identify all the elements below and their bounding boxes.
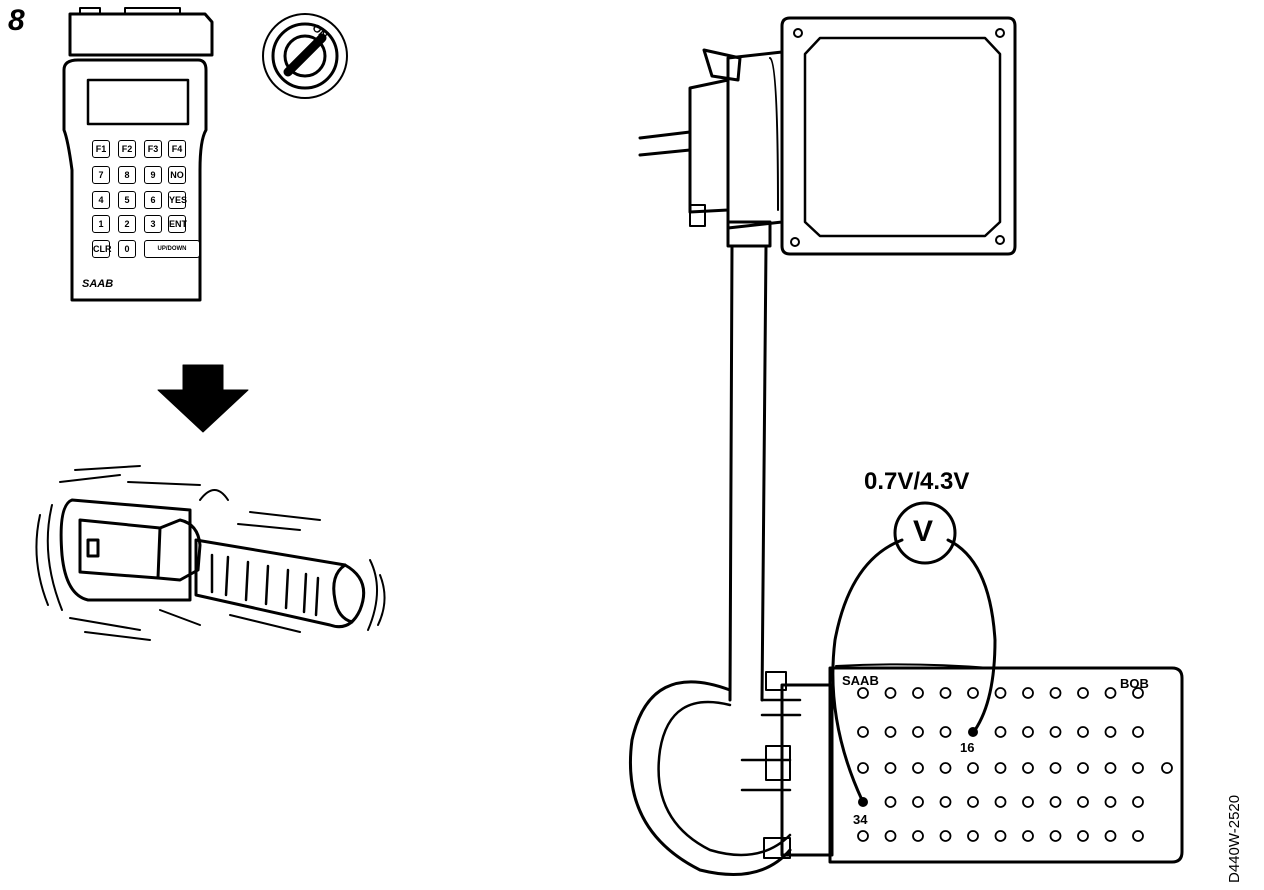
keypad-key: 2 [118,215,136,233]
keypad-key: UP/DOWN [144,240,200,258]
keypad-key: NO [168,166,186,184]
probe-lead-34 [831,538,904,802]
bob-pin-hole [912,830,924,842]
vibrating-connector-drawing [35,465,386,641]
step-number: 8 [8,4,25,37]
bob-pin-hole [857,726,869,738]
bob-pin-hole [994,687,1007,699]
keypad-key: 0 [118,240,136,258]
bob-pin-hole [857,830,869,842]
bob-pin-hole [912,762,924,774]
breakout-box-right-label: BOB [1120,676,1149,691]
bob-pin-hole [884,687,897,699]
probe-dot-34 [858,797,868,807]
bob-pin-hole [857,762,869,774]
ignition-switch-drawing [262,13,348,99]
bob-pin-hole [939,687,952,699]
bob-pin-hole [994,830,1007,842]
bob-pin-hole [939,830,952,842]
bob-pin-hole [1104,687,1117,699]
bob-pin-hole [912,687,924,699]
bob-pin-hole [1049,687,1062,699]
bob-pin-hole [1049,796,1062,808]
bob-pin-hole [1077,762,1089,774]
bob-pin-hole [967,687,979,699]
bob-pin-hole [1077,687,1089,699]
probe-lead-16 [946,538,997,732]
keypad-key: CLR [92,240,112,258]
bob-pin-hole [994,762,1007,774]
voltage-reading: 0.7V/4.3V [864,468,970,495]
keypad-key: F1 [92,140,110,158]
bob-pin-hole [1022,830,1034,842]
keypad-key: 5 [118,191,136,209]
bob-pin-hole [994,796,1007,808]
keypad-key: F4 [168,140,186,158]
bob-pin-hole [1049,762,1062,774]
keypad-key: ENT [168,215,187,233]
bob-pin-holes [857,687,1173,842]
diagnostic-tool-brand: SAAB [82,278,114,290]
bob-pin-hole [1132,726,1144,738]
bob-pin-hole [884,762,897,774]
bob-pin-hole [1022,796,1034,808]
bob-pin-hole [1077,830,1089,842]
bob-pin-hole [1049,830,1062,842]
ecu-module-drawing [638,16,1017,256]
cable-loop-drawing [628,680,802,876]
bob-pin-hole [939,796,952,808]
keypad-key: 6 [144,191,162,209]
breakout-box-left-label: SAAB [842,673,879,688]
figure-reference-code: D440W-2520 [1226,794,1243,883]
breakout-box-drawing [763,663,1184,864]
bob-pin-hole [939,726,952,738]
voltmeter-symbol: V [913,515,934,548]
bob-pin-hole [967,762,979,774]
bob-pin-hole [1022,726,1034,738]
keypad-key: YES [168,191,187,209]
bob-pin-hole [1022,762,1034,774]
keypad-key: 3 [144,215,162,233]
keypad-key: F3 [144,140,162,158]
voltmeter-circle [893,501,957,565]
bob-pin-hole [994,726,1007,738]
diagnostic-tool-drawing [62,7,214,302]
bob-pin-hole [1132,796,1144,808]
bob-pin-hole [1077,796,1089,808]
keypad-key: 8 [118,166,136,184]
bob-pin-hole [967,796,979,808]
keypad-key: 9 [144,166,162,184]
bob-pin-hole [1104,726,1117,738]
bob-pin-hole [1022,687,1034,699]
bob-pin-hole [1104,762,1117,774]
down-arrow [157,364,249,433]
bob-pin-hole [1077,726,1089,738]
bob-pin-hole [1104,796,1117,808]
keypad-key: 4 [92,191,110,209]
keypad-key: 1 [92,215,110,233]
bob-pin-hole [912,726,924,738]
bob-pin-hole [912,796,924,808]
bob-pin-hole [1104,830,1117,842]
harness-cable [728,244,768,702]
probe-dot-16 [968,727,978,737]
bob-pin-hole [1161,762,1173,774]
bob-pin-hole [1132,687,1144,699]
keypad-key: 7 [92,166,110,184]
bob-pin-hole [1132,830,1144,842]
bob-pin-hole [1049,726,1062,738]
bob-pin-hole [967,830,979,842]
bob-pin-hole [884,726,897,738]
probe-pin-label-34: 34 [853,812,868,827]
keypad-key: F2 [118,140,136,158]
bob-pin-hole [939,762,952,774]
bob-pin-hole [884,830,897,842]
bob-pin-hole [857,687,869,699]
bob-pin-hole [884,796,897,808]
bob-pin-hole [1132,762,1144,774]
probe-pin-label-16: 16 [960,740,975,755]
